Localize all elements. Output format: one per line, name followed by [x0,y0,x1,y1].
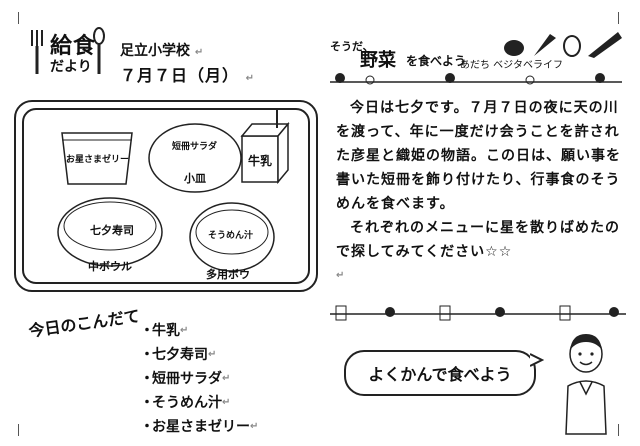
soup-label: そうめん汁 [208,231,254,241]
soup-dish-label: 多用ボウ [206,268,250,281]
jelly-cup-shape [61,132,133,185]
menu-item: ・お星さまゼリー↵ [140,419,259,435]
salad-label: 短冊サラダ [172,142,218,152]
salad-plate-shape [148,123,242,193]
jelly-label: お星さまゼリー [66,155,130,165]
spoon-icon [93,27,105,74]
menu-heading: 今日のこんだて [27,306,142,341]
crop-mark-br [618,424,629,436]
sushi-bowl-rim [63,201,157,251]
school-name: 足立小学校 ↵ [120,43,204,59]
banner-prefix: そうだ、 [330,40,374,53]
tray-inner-outline [22,108,310,284]
milk-carton-body [241,135,279,183]
newsletter-logo: 給食 だより [28,26,106,78]
menu-list: ・牛乳↵ ・七夕寿司↵ ・短冊サラダ↵ ・そうめん汁↵ ・お星さまゼリー↵ [140,318,258,438]
logo-title: 給食 [50,34,97,59]
story-paragraph-1: 今日は七夕です。７月７日の夜に天の川を渡って、年に一度だけ会うことを許された彦星… [336,100,621,212]
vegetable-border-top [330,73,622,85]
milk-carton-side [277,121,289,185]
tray-dishes [57,110,290,272]
crop-mark-bl [18,424,29,436]
menu-item: ・短冊サラダ↵ [140,371,231,387]
banner-suffix: を食べよう [406,54,467,68]
menu-item: ・七夕寿司↵ [140,347,217,363]
callout-tail [530,353,544,367]
soup-bowl-shape [189,202,275,272]
paragraph-mark: ↵ [336,270,346,281]
fork-icon [31,30,43,74]
story-paragraph-2: それぞれのメニューに星を散りばめたので探してみてください☆☆ [336,220,620,260]
logo-subtitle: だより [50,59,92,75]
chew-well-callout: よくかんで食べよう [344,350,536,396]
tray-outline [14,100,318,292]
menu-item: ・牛乳↵ [140,323,189,339]
salad-dish-label: 小皿 [184,172,206,185]
character-illustration [565,334,607,435]
menu-item: ・そうめん汁↵ [140,395,231,411]
sushi-label: 七夕寿司 [90,224,134,237]
story-text: 今日は七夕です。７月７日の夜に天の川を渡って、年に一度だけ会うことを許された彦星… [336,96,622,288]
banner-title: 野菜 [360,50,396,71]
crop-mark-tr [618,12,629,24]
sushi-bowl-shape [57,197,163,267]
vegetables-icon [504,32,622,58]
crop-mark-tl [18,12,29,24]
vegetable-border-bottom [330,305,626,321]
soup-bowl-rim [195,209,269,255]
issue-date: ７月７日（月） ↵ [120,66,255,85]
milk-label: 牛乳 [248,154,273,168]
banner-subtitle: あだち ベジタベライフ [460,60,563,71]
sushi-dish-label: 中ボウル [88,260,132,273]
